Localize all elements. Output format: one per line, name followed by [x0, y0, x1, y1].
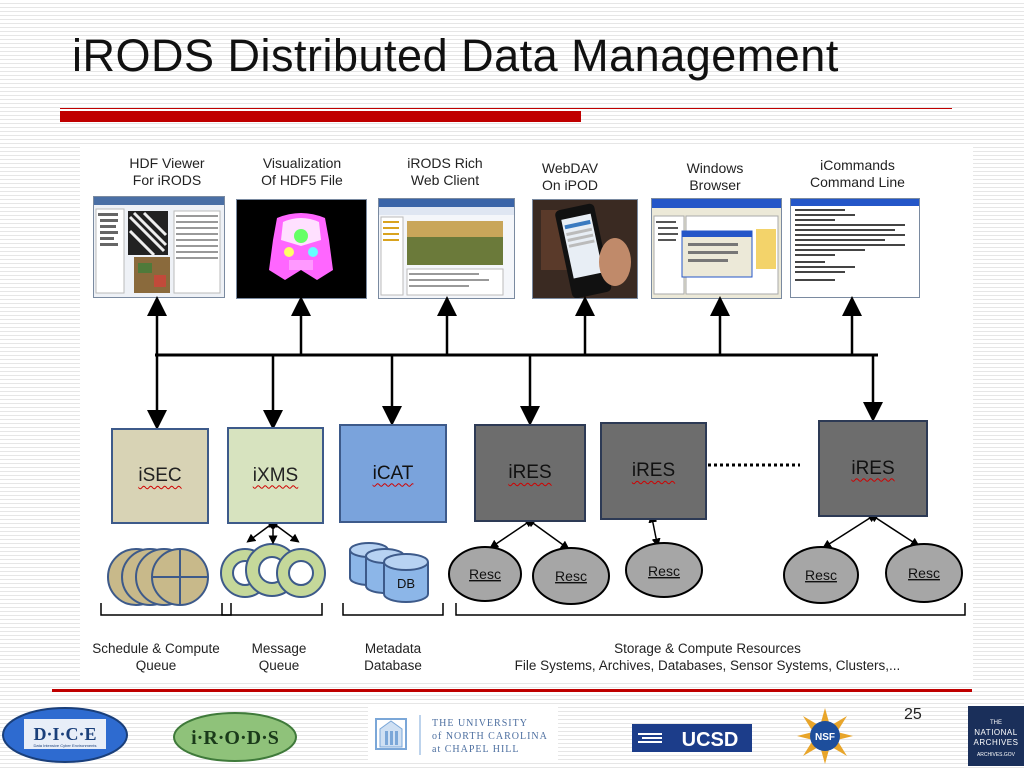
hdf-viewer-screenshot	[93, 196, 225, 298]
caption-metadata-database: Metadata Database	[364, 641, 422, 673]
resc-node: Resc	[448, 546, 522, 602]
svg-text:Resc: Resc	[555, 568, 587, 584]
caption-schedule-queue: Schedule & Compute Queue	[92, 641, 220, 673]
archives-line-4: ARCHIVES.GOV	[977, 752, 1016, 758]
bracket-metadata-db	[342, 603, 444, 616]
icommands-screenshot	[790, 198, 920, 298]
svg-text:Resc: Resc	[648, 563, 680, 579]
ucsd-logo: UCSD	[632, 724, 752, 752]
resc-node: Resc	[625, 542, 703, 598]
ixms-label: iXMS	[252, 464, 299, 486]
unc-line-1: THE UNIVERSITY	[432, 718, 528, 729]
hdf-viewer-image	[94, 197, 224, 294]
title-rule-thin	[60, 108, 952, 109]
resc-node: Resc	[885, 543, 963, 603]
client-caption-web-client: iRODS Rich Web Client	[407, 155, 483, 188]
unc-logo: THE UNIVERSITY of NORTH CAROLINA at CHAP…	[368, 707, 558, 763]
metadata-db-icon	[349, 542, 429, 603]
unc-line-2: of NORTH CAROLINA	[432, 731, 548, 742]
webdav-ipod-screenshot	[532, 199, 638, 299]
schedule-queue-icon	[107, 548, 209, 606]
isec-label: iSEC	[138, 465, 182, 486]
message-queue-icon	[220, 543, 326, 598]
archives-line-1: THE	[990, 720, 1002, 726]
icat-box: iCAT	[339, 424, 447, 523]
ixms-box: iXMS	[227, 427, 324, 524]
client-caption-windows-browser: Windows Browser	[686, 160, 744, 193]
isec-box: iSEC	[111, 428, 209, 524]
dice-logo-subtext: Data Intensive Cyber Environments	[34, 743, 97, 748]
icommands-image	[791, 199, 919, 281]
archives-line-3: ARCHIVES	[974, 738, 1019, 747]
page-number: 25	[904, 706, 922, 723]
hdf5-visualization-screenshot	[236, 199, 367, 299]
client-caption-hdf-viewer: HDF Viewer For iRODS	[129, 155, 205, 188]
svg-text:Resc: Resc	[469, 566, 501, 582]
bracket-storage	[455, 603, 966, 616]
hdf5-visualization-image	[237, 200, 366, 298]
dice-logo: D·I·C·E Data Intensive Cyber Environment…	[2, 707, 128, 763]
windows-browser-screenshot	[651, 198, 782, 299]
client-caption-icommands: iCommands Command Line	[810, 157, 905, 190]
client-caption-visualization: Visualization Of HDF5 File	[261, 155, 343, 188]
ires-label: iRES	[851, 457, 895, 479]
slide-title: iRODS Distributed Data Management	[72, 30, 839, 81]
ires-box-3: iRES	[818, 420, 928, 517]
unc-line-3: at CHAPEL HILL	[432, 744, 520, 755]
title-rule-thick	[60, 111, 581, 122]
archives-line-2: NATIONAL	[974, 728, 1017, 737]
irods-logo: i·R·O·D·S	[173, 712, 297, 762]
resc-node: Resc	[532, 547, 610, 605]
client-caption-webdav: WebDAV On iPOD	[541, 160, 599, 193]
resc-node: Resc	[783, 546, 859, 604]
irods-logo-text: i·R·O·D·S	[191, 727, 279, 749]
bracket-schedule-queue	[100, 603, 232, 616]
ires-label: iRES	[631, 460, 676, 481]
nsf-logo: NSF	[797, 708, 853, 764]
svg-text:Resc: Resc	[908, 565, 940, 581]
caption-storage-resources: Storage & Compute Resources File Systems…	[514, 641, 901, 673]
db-label: DB	[397, 576, 415, 591]
icat-label: iCAT	[372, 462, 414, 484]
svg-text:Resc: Resc	[805, 567, 837, 583]
nsf-logo-text: NSF	[815, 732, 835, 743]
web-client-image	[379, 199, 514, 296]
national-archives-logo: THE NATIONAL ARCHIVES ARCHIVES.GOV	[968, 706, 1024, 766]
bracket-message-queue	[221, 603, 323, 616]
ires-box-2: iRES	[600, 422, 707, 520]
ires-label: iRES	[508, 462, 552, 483]
footer-rule	[52, 689, 972, 692]
dice-logo-text: D·I·C·E	[33, 724, 96, 744]
ires-box-1: iRES	[474, 424, 586, 522]
web-client-screenshot	[378, 198, 515, 299]
webdav-ipod-image	[533, 200, 637, 298]
windows-browser-image	[652, 199, 781, 295]
caption-message-queue: Message Queue	[251, 641, 307, 673]
ucsd-logo-text: UCSD	[682, 729, 739, 751]
